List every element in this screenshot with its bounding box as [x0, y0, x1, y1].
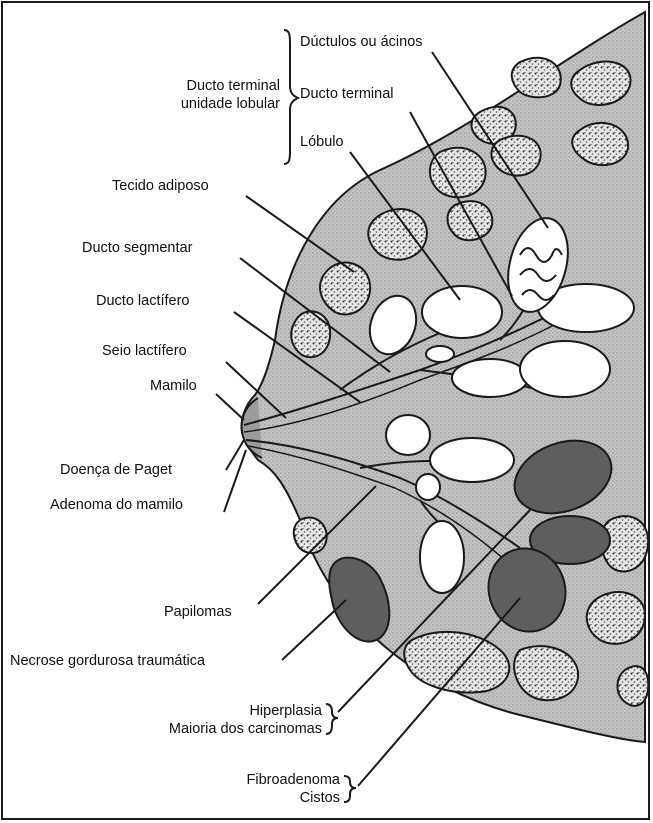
label-seio-lactifero: Seio lactífero	[102, 343, 187, 360]
label-tecido-adiposo: Tecido adiposo	[112, 178, 209, 195]
label-necrose-gordurosa-traumatica: Necrose gordurosa traumática	[10, 653, 205, 670]
label-ducto-terminal-unidade-1: Ducto terminal	[132, 78, 280, 95]
label-cistos: Cistos	[220, 790, 340, 807]
label-ducto-segmentar: Ducto segmentar	[82, 240, 192, 257]
label-ducto-terminal: Ducto terminal	[300, 86, 393, 103]
label-fibroadenoma: Fibroadenoma	[180, 772, 340, 789]
label-ductulos-acinos: Dúctulos ou ácinos	[300, 34, 423, 51]
label-ducto-terminal-unidade-2: unidade lobular	[132, 96, 280, 113]
label-adenoma-do-mamilo: Adenoma do mamilo	[50, 497, 183, 514]
label-mamilo: Mamilo	[150, 378, 197, 395]
label-hiperplasia: Hiperplasia	[160, 703, 322, 720]
label-lobulo: Lóbulo	[300, 134, 344, 151]
label-doenca-de-paget: Doença de Paget	[60, 462, 172, 479]
label-maioria-dos-carcinomas: Maioria dos carcinomas	[120, 721, 322, 738]
label-ducto-lactifero: Ducto lactífero	[96, 293, 190, 310]
label-papilomas: Papilomas	[164, 604, 232, 621]
